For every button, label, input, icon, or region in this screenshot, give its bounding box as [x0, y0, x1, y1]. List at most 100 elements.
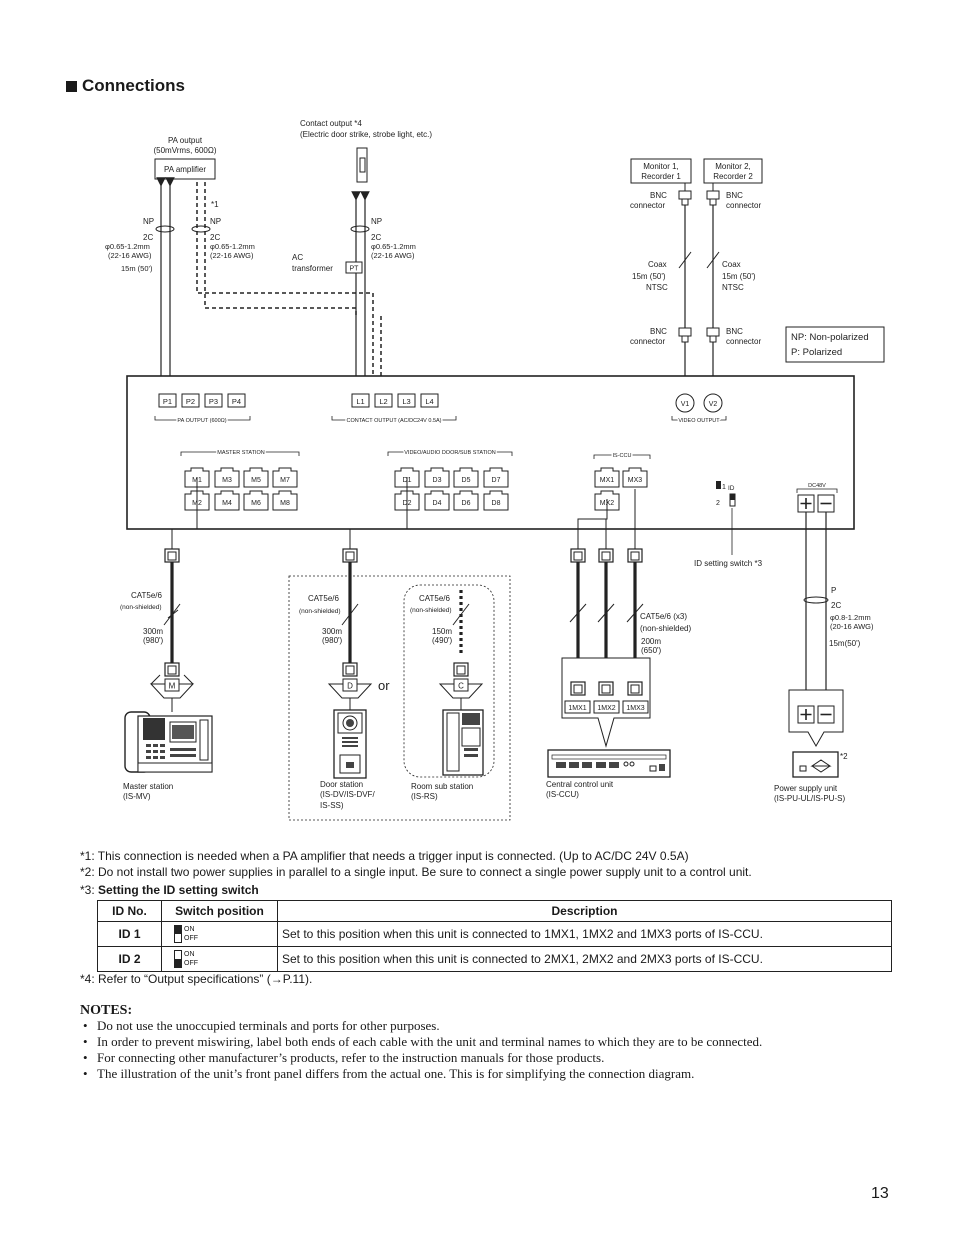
terminal-p2: P2 — [186, 397, 195, 406]
monitor1-label-2: Recorder 1 — [641, 172, 681, 181]
length-650: (650') — [641, 646, 662, 655]
contact-output-terminals: L1 L2 L3 L4 — [351, 393, 439, 408]
psu-caption-2: (IS-PU-UL/IS-PU-S) — [774, 794, 845, 803]
notes-list: Do not use the unoccupied terminals and … — [80, 1018, 762, 1082]
star1-label: *1 — [211, 200, 219, 209]
non-shielded-label-4: (non-shielded) — [640, 624, 691, 633]
tag-c: C — [458, 682, 464, 691]
video-caption: VIDEO OUTPUT — [678, 418, 720, 424]
dc48v-label: DC48V — [808, 483, 826, 489]
pa-output-label: PA output — [168, 136, 203, 145]
2c-label-3: 2C — [371, 233, 381, 242]
cat5e-label-1: CAT5e/6 — [131, 591, 163, 600]
id-text: ID — [728, 485, 735, 492]
row-description: Set to this position when this unit is c… — [277, 921, 892, 947]
non-shielded-label-1: (non-shielded) — [120, 604, 162, 611]
switch-on-label: ON — [184, 951, 195, 958]
port-m3: M3 — [222, 477, 232, 484]
2c-label-4: 2C — [831, 601, 841, 610]
legend-p: P: Polarized — [791, 347, 842, 358]
coax-length-1: 15m (50') — [632, 272, 666, 281]
id-2: 2 — [716, 500, 720, 507]
col-id-no: ID No. — [97, 900, 162, 922]
ccu-caption-2: (IS-CCU) — [546, 790, 579, 799]
section-title-text: Connections — [82, 76, 185, 95]
footnote-1: *1: This connection is needed when a PA … — [80, 849, 689, 863]
tag-1mx3: 1MX3 — [626, 705, 644, 712]
contact-output-desc: (Electric door strike, strobe light, etc… — [300, 130, 432, 139]
list-item: Do not use the unoccupied terminals and … — [80, 1018, 762, 1034]
awg-label-4: (20-16 AWG) — [830, 622, 874, 631]
port-d7: D7 — [492, 477, 501, 484]
pa-output-spec: (50mVrms, 600Ω) — [153, 146, 216, 155]
star2-label: *2 — [840, 752, 848, 761]
id-1: 1 — [722, 484, 726, 491]
switch-off-label: OFF — [184, 935, 198, 942]
tag-d: D — [347, 682, 353, 691]
tag-1mx1: 1MX1 — [568, 705, 586, 712]
terminal-l2: L2 — [379, 397, 387, 406]
length-980-2: (980') — [322, 636, 343, 645]
tag-m: M — [169, 682, 176, 691]
coax-label-1: Coax — [648, 260, 667, 269]
connection-diagram: PA output (50mVrms, 600Ω) PA amplifier C… — [105, 119, 885, 821]
col-switch-position: Switch position — [161, 900, 278, 922]
terminal-v2: V2 — [709, 401, 718, 408]
dip-switch-off-icon — [174, 950, 182, 968]
bnc-label-3a: BNC — [650, 327, 667, 336]
port-d4: D4 — [433, 500, 442, 507]
length-label-1: 15m (50') — [121, 264, 153, 273]
gauge-label-4: φ0.8-1.2mm — [830, 613, 871, 622]
section-title: Connections — [66, 76, 185, 96]
monitor2-box — [703, 158, 763, 184]
door-station-caption-3: IS-SS) — [320, 801, 344, 810]
tag-1mx2: 1MX2 — [597, 705, 615, 712]
footnote-2: *2: Do not install two power supplies in… — [80, 865, 752, 879]
monitor2-label-1: Monitor 2, — [715, 162, 751, 171]
legend-np: NP: Non-polarized — [791, 332, 869, 343]
row-id: ID 1 — [97, 921, 162, 947]
monitor1-label-1: Monitor 1, — [643, 162, 679, 171]
bnc-label-2a: BNC — [726, 191, 743, 200]
port-m5: M5 — [251, 477, 261, 484]
terminal-l1: L1 — [356, 397, 364, 406]
master-station-device-icon — [124, 711, 213, 773]
bnc-label-4b: connector — [726, 337, 761, 346]
footnote-3-prefix: *3: — [80, 883, 99, 897]
door-strike-icon — [356, 147, 368, 183]
terminal-p4: P4 — [232, 397, 241, 406]
terminal-l4: L4 — [425, 397, 433, 406]
list-item: The illustration of the unit’s front pan… — [80, 1066, 762, 1082]
door-station-device-icon — [333, 709, 367, 779]
length-150m: 150m — [432, 627, 452, 636]
monitor1-box — [630, 158, 692, 184]
awg-label-1: (22-16 AWG) — [108, 251, 152, 260]
terminal-l3: L3 — [402, 397, 410, 406]
length-980-1: (980') — [143, 636, 164, 645]
contact-caption-bg: CONTACT OUTPUT (AC/DC24V 0.5A) — [346, 418, 441, 424]
power-supply-unit-icon — [792, 751, 839, 778]
2c-label-2: 2C — [210, 233, 220, 242]
np-label-2: NP — [210, 217, 221, 226]
pt-box — [345, 261, 363, 274]
pt-label: PT — [350, 266, 360, 273]
non-shielded-label-3: (non-shielded) — [410, 607, 452, 614]
np-label-1: NP — [143, 217, 154, 226]
bnc-label-4a: BNC — [726, 327, 743, 336]
door-or-room-frame — [288, 575, 511, 821]
pa-output-terminals: P1 P2 P3 P4 — [158, 393, 246, 408]
port-d5: D5 — [462, 477, 471, 484]
ntsc-label-2: NTSC — [722, 283, 744, 292]
port-m6: M6 — [251, 500, 261, 507]
dip-switch-on-icon — [174, 925, 182, 943]
bnc-label-3b: connector — [630, 337, 665, 346]
np-label-3: NP — [371, 217, 382, 226]
port-m8: M8 — [280, 500, 290, 507]
cat5e-x3-label: CAT5e/6 (x3) — [640, 612, 687, 621]
cat5e-label-3: CAT5e/6 — [419, 594, 451, 603]
page-number: 13 — [871, 1185, 889, 1202]
switch-position-cell: ON OFF — [161, 946, 278, 972]
switch-off-label: OFF — [184, 960, 198, 967]
door-station-caption-1: Door station — [320, 780, 363, 789]
length-15m-2: 15m(50') — [829, 639, 861, 648]
